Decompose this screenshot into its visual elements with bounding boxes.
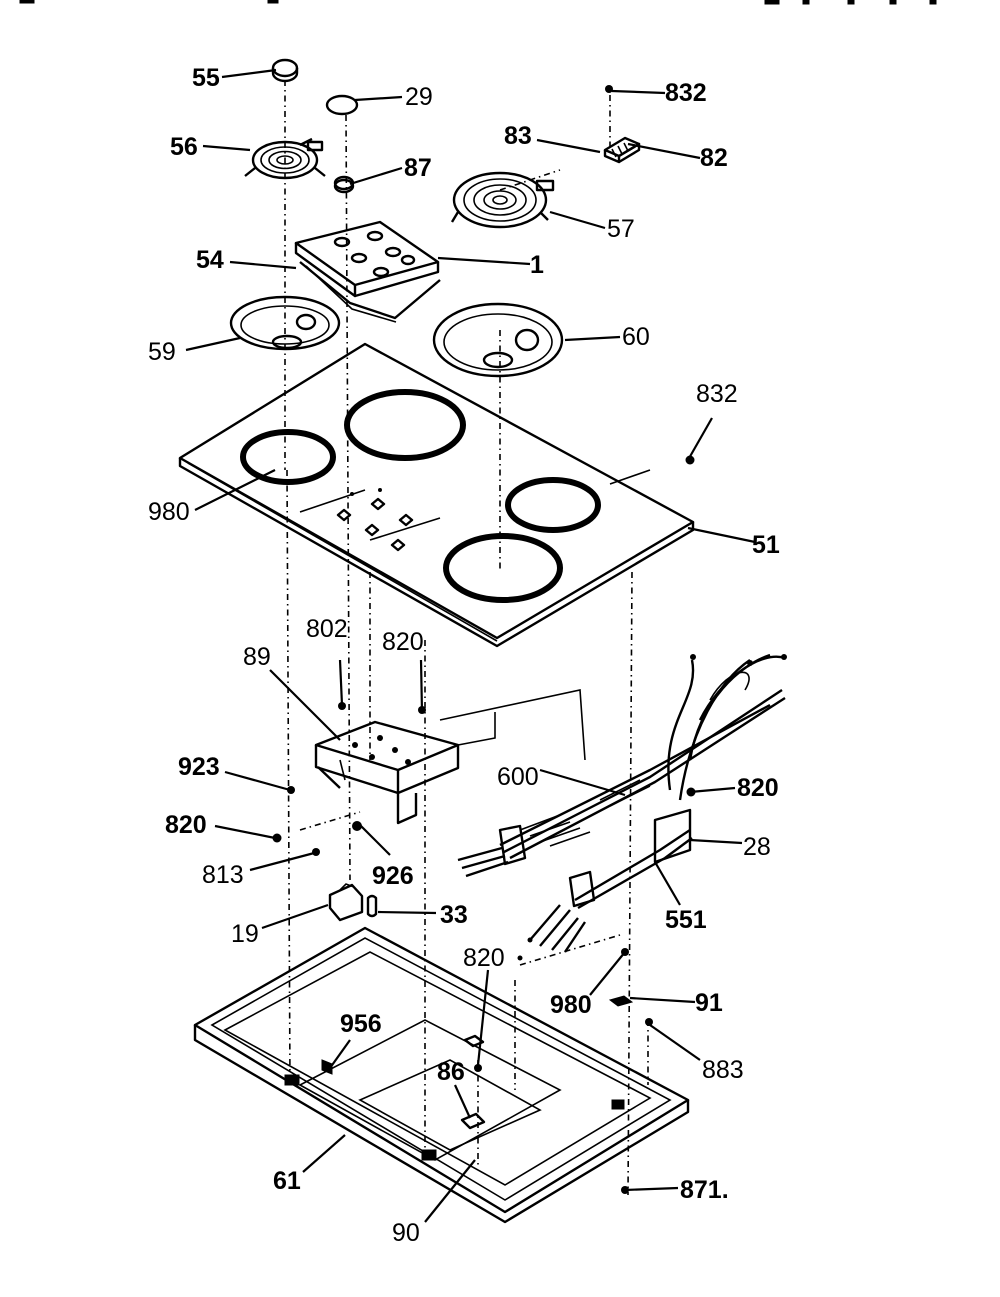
- label-28: 28: [743, 833, 771, 861]
- switch-plate-part-1: [294, 220, 441, 323]
- label-19: 19: [231, 920, 259, 948]
- label-1: 1: [530, 251, 544, 279]
- label-90: 90: [392, 1219, 420, 1247]
- drip-pan-small-part-59: [229, 295, 341, 351]
- drip-pan-large-part-60: [432, 302, 564, 378]
- label-33: 33: [440, 901, 468, 929]
- label-56: 56: [170, 133, 198, 161]
- label-926: 926: [372, 862, 414, 890]
- label-871: 871.: [680, 1176, 729, 1204]
- label-82: 82: [700, 144, 728, 172]
- bottom-pan-part-61: [193, 926, 690, 1224]
- label-551: 551: [665, 906, 707, 934]
- label-883: 883: [702, 1056, 744, 1084]
- label-832-top: 832: [665, 79, 707, 107]
- label-813: 813: [202, 861, 244, 889]
- label-55: 55: [192, 64, 220, 92]
- fasteners: [272, 85, 696, 1194]
- label-51: 51: [752, 531, 780, 559]
- knob-cap-part-55: [271, 58, 299, 83]
- label-832-cooktop: 832: [696, 380, 738, 408]
- label-60: 60: [622, 323, 650, 351]
- label-91: 91: [695, 989, 723, 1017]
- surface-element-large-part-57: [450, 171, 555, 229]
- top-edge-marks: [19, 0, 937, 5]
- label-820-left: 820: [165, 811, 207, 839]
- label-820-bracket: 820: [382, 628, 424, 656]
- label-57: 57: [607, 215, 635, 243]
- label-980-pan: 980: [550, 991, 592, 1019]
- label-87: 87: [404, 154, 432, 182]
- leader-lines: [185, 68, 756, 1223]
- label-820-pan: 820: [463, 944, 505, 972]
- label-54: 54: [196, 246, 224, 274]
- label-86: 86: [437, 1058, 465, 1086]
- label-59: 59: [148, 338, 176, 366]
- label-29: 29: [405, 83, 433, 111]
- label-956: 956: [340, 1010, 382, 1038]
- label-83: 83: [504, 122, 532, 150]
- assembly-centerlines: [284, 80, 649, 1196]
- part-labels: 55 29 832 56 83 82 87 57 54 1 59 60 832 …: [148, 64, 780, 1247]
- label-802: 802: [306, 615, 348, 643]
- label-820-right: 820: [737, 774, 779, 802]
- label-89: 89: [243, 643, 271, 671]
- surface-element-small-part-56: [244, 137, 326, 180]
- label-600: 600: [497, 763, 539, 791]
- disk-part-29: [325, 94, 359, 116]
- label-923: 923: [178, 753, 220, 781]
- wiring-harness-part-600: [439, 653, 787, 961]
- cooktop-part-51: [178, 342, 695, 648]
- label-61: 61: [273, 1167, 301, 1195]
- receptacle-part-19: [328, 883, 378, 922]
- label-980-cooktop: 980: [148, 498, 190, 526]
